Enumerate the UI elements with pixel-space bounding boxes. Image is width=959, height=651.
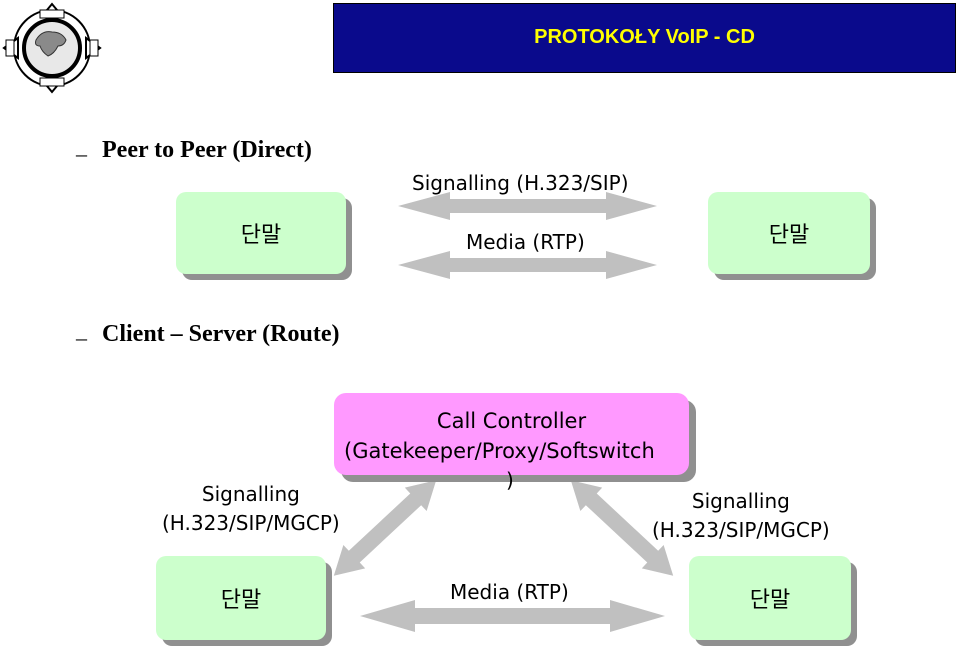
cs-right-terminal: 단말 xyxy=(689,556,851,640)
p2p-media-arrow xyxy=(398,251,657,279)
p2p-signalling-label: Signalling (H.323/SIP) xyxy=(412,171,629,195)
cs-left-signalling-protocols: (H.323/SIP/MGCP) xyxy=(162,511,340,535)
cs-right-signalling-arrow xyxy=(570,480,674,576)
cs-left-signalling-arrow xyxy=(333,480,437,576)
bullet-dash: – xyxy=(76,325,87,350)
cs-left-terminal: 단말 xyxy=(156,556,326,640)
cs-right-terminal-label: 단말 xyxy=(749,588,791,613)
bullet-dash: – xyxy=(76,141,87,166)
call-controller-subtitle-end: ) xyxy=(506,468,514,492)
p2p-right-terminal: 단말 xyxy=(708,192,870,274)
cs-right-signalling-protocols: (H.323/SIP/MGCP) xyxy=(652,518,830,542)
p2p-signalling-arrow xyxy=(398,192,657,220)
globe-logo-icon xyxy=(2,2,102,94)
call-controller-subtitle: (Gatekeeper/Proxy/Softswitch xyxy=(344,439,655,463)
page-title: PROTOKOŁY VoIP - CD xyxy=(534,26,755,48)
p2p-right-terminal-label: 단말 xyxy=(768,223,810,248)
section-heading-client-server: Client – Server (Route) xyxy=(102,321,340,347)
call-controller-title: Call Controller xyxy=(436,409,587,433)
section-heading-p2p: Peer to Peer (Direct) xyxy=(102,137,312,163)
logo xyxy=(0,0,105,98)
cs-media-label: Media (RTP) xyxy=(450,580,569,604)
p2p-media-label: Media (RTP) xyxy=(466,230,585,254)
p2p-left-terminal: 단말 xyxy=(176,192,346,274)
cs-right-signalling-label: Signalling (H.323/SIP/MGCP) xyxy=(652,487,830,545)
cs-media-arrow xyxy=(360,600,665,632)
cs-left-signalling-title: Signalling xyxy=(201,482,300,506)
cs-left-signalling-label: Signalling (H.323/SIP/MGCP) xyxy=(162,480,340,538)
title-bar: PROTOKOŁY VoIP - CD xyxy=(333,3,956,73)
call-controller-box: Call Controller (Gatekeeper/Proxy/Softsw… xyxy=(334,393,689,475)
cs-left-terminal-label: 단말 xyxy=(220,588,262,613)
p2p-left-terminal-label: 단말 xyxy=(240,223,282,248)
cs-right-signalling-title: Signalling xyxy=(691,489,790,513)
